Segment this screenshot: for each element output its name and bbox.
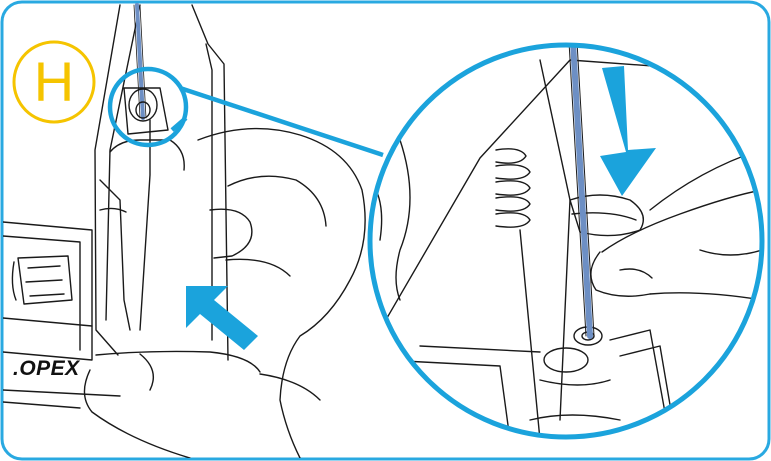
extruder-tower [94,4,229,361]
filament-strand [135,3,145,120]
arrow-down-icon [600,66,656,196]
step-badge [12,40,96,124]
printer-base [3,221,121,409]
left-hand [83,127,366,458]
arrow-up-left-icon [186,286,258,350]
circle-callout-icon [107,66,384,158]
step-letter: H [33,50,75,113]
zoom-filament [570,45,593,339]
spring [495,148,531,228]
brand-logo-text: .OPEX [13,357,80,380]
magnifier-callout-icon [367,42,765,440]
